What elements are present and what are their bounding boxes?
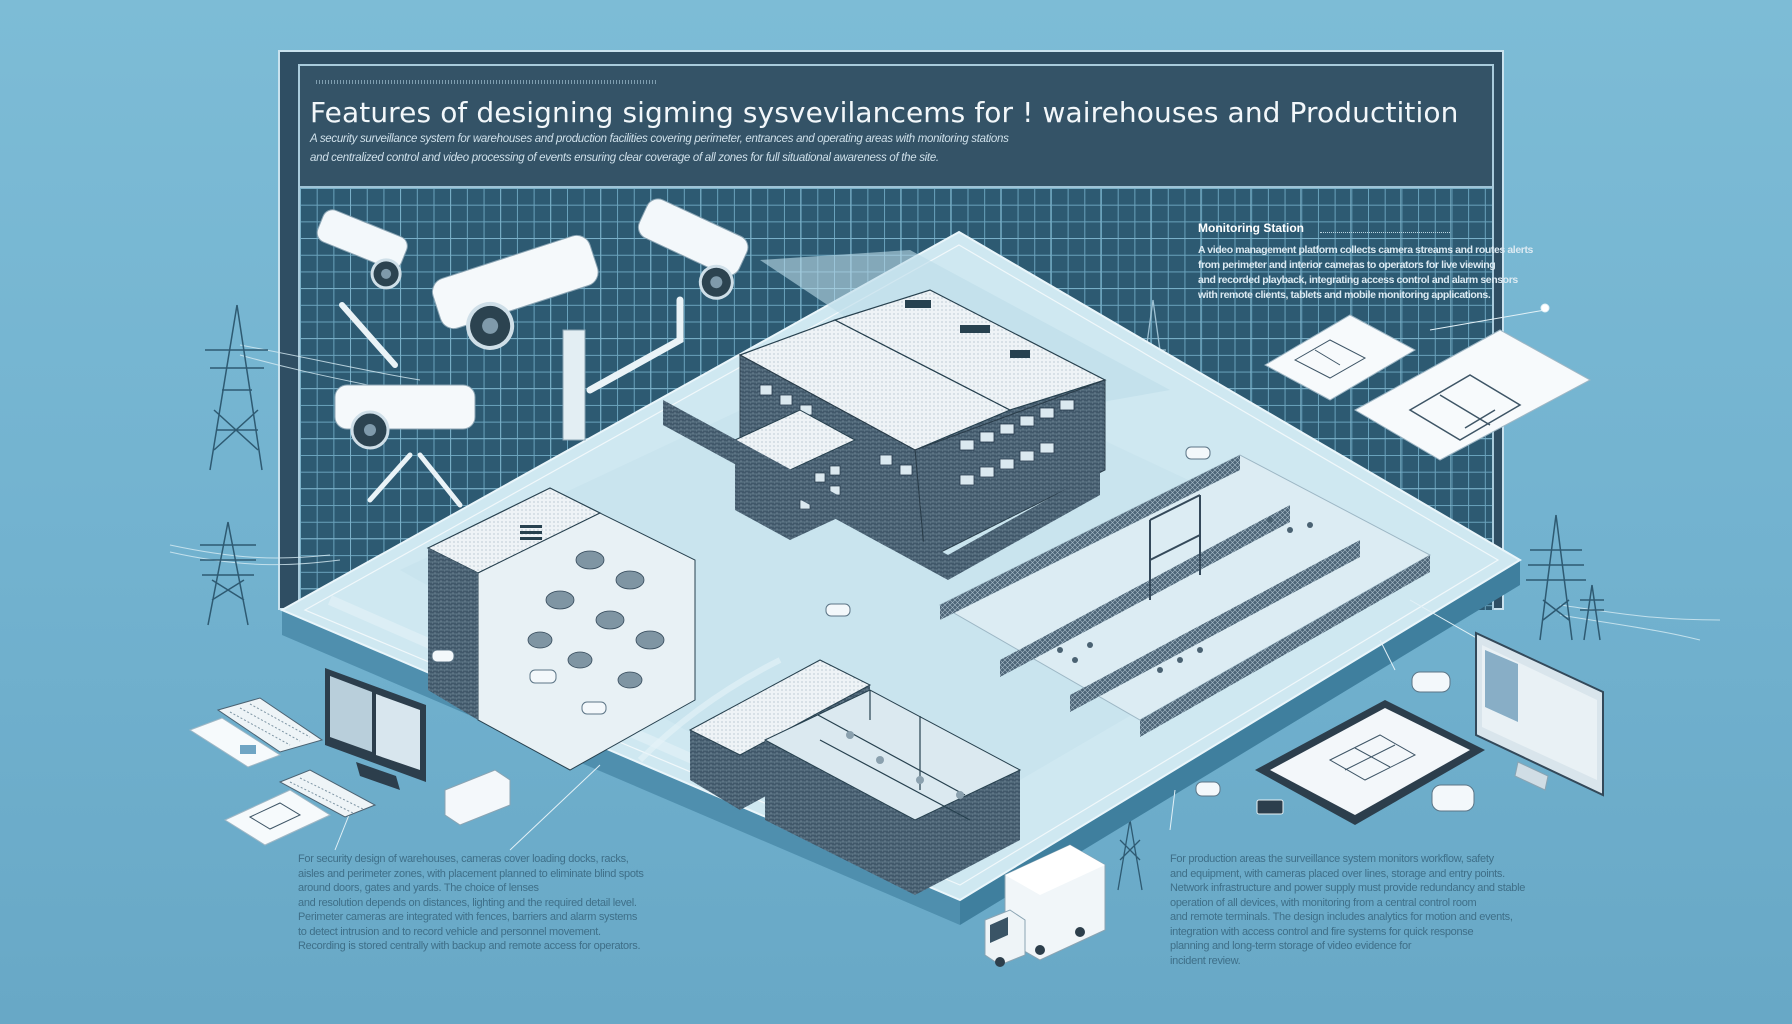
fenced-production-yard: [938, 454, 1432, 737]
note-line: incident review.: [1170, 954, 1241, 967]
cctv-camera-icon: [334, 384, 476, 508]
monitoring-station-text: with remote clients, tablets and mobile …: [1198, 289, 1491, 301]
power-pylon-icon: [1117, 819, 1143, 891]
monitoring-station-title: Monitoring Station: [1198, 221, 1304, 235]
note-line: and remote terminals. The design include…: [1170, 911, 1513, 923]
note-right: For production areas the surveillance sy…: [1170, 852, 1570, 968]
note-line: For production areas the surveillance sy…: [1170, 853, 1494, 865]
car-icon: [431, 446, 1211, 715]
cctv-camera-icon: [586, 198, 749, 394]
desktop-monitor-icon: [1475, 631, 1604, 797]
header-band: [300, 66, 1492, 188]
perimeter-wall: [663, 400, 1100, 580]
connector-lines: [334, 303, 1550, 851]
subtitle-line: A security surveillance system for wareh…: [310, 133, 1009, 145]
note-line: integration with access control and fire…: [1170, 925, 1474, 938]
note-line: to detect intrusion and to record vehicl…: [298, 925, 601, 938]
production-building: [426, 487, 696, 771]
note-line: and resolution depends on distances, lig…: [298, 896, 637, 909]
monitoring-station-text: and recorded playback, integrating acces…: [1198, 274, 1518, 286]
document-card-icon: [188, 717, 282, 768]
desktop-monitor-icon: [325, 668, 426, 790]
decorative-rule: [316, 80, 656, 84]
id-card-icon: [1256, 799, 1284, 815]
note-line: operation of all devices, with monitorin…: [1170, 896, 1477, 909]
floor-plan-document-icon: [1353, 329, 1592, 461]
van-icon: [444, 769, 511, 826]
cctv-camera-icon: [316, 209, 408, 368]
note-line: Perimeter cameras are integrated with fe…: [298, 911, 638, 923]
cctv-camera-icon: [431, 234, 599, 441]
note-line: For security design of warehouses, camer…: [298, 853, 629, 865]
note-line: around doors, gates and yards. The choic…: [298, 882, 539, 894]
power-pylon-icon: [205, 304, 268, 471]
decorative-rule: [1320, 232, 1450, 233]
monitoring-station-text: from perimeter and interior cameras to o…: [1198, 259, 1496, 271]
note-line: planning and long-term storage of video …: [1170, 940, 1412, 952]
floor-plan-document-icon: [223, 789, 332, 846]
note-left: For security design of warehouses, camer…: [298, 852, 698, 954]
note-line: aisles and perimeter zones, with placeme…: [298, 867, 644, 880]
subtitle-line: and centralized control and video proces…: [310, 152, 939, 164]
monitoring-station-text: A video management platform collects cam…: [1198, 244, 1533, 256]
office-blocks: [763, 689, 1022, 895]
note-line: and equipment, with cameras placed over …: [1170, 867, 1505, 880]
delivery-truck-icon: [984, 844, 1106, 967]
tablet-icon: [1255, 700, 1485, 825]
power-pylon-icon: [200, 521, 256, 626]
note-line: Network infrastructure and power supply …: [1170, 882, 1526, 894]
floor-plan-document-icon: [1263, 314, 1417, 401]
keyboard-icon: [278, 769, 377, 818]
power-pylon-icon: [1526, 514, 1604, 641]
note-line: Recording is stored centrally with backu…: [298, 940, 641, 952]
page-title: Features of designing sigming sysvevilan…: [310, 96, 1459, 129]
keyboard-icon: [216, 697, 324, 753]
car-icon: [1195, 671, 1475, 812]
